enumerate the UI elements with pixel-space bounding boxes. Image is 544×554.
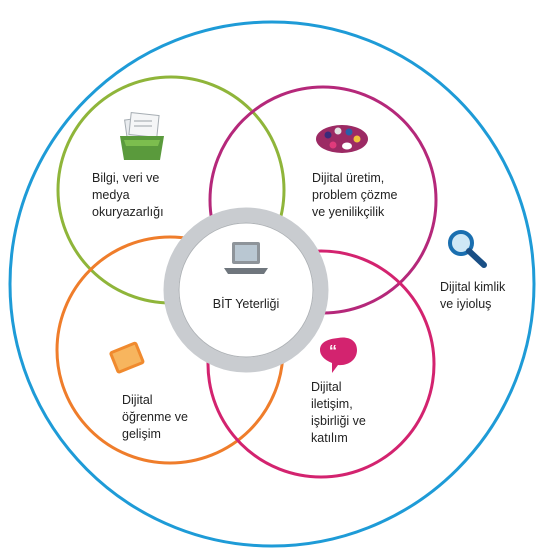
label-center-competence: BİT Yeterliği	[212, 297, 280, 311]
label-info-literacy: Bilgi, veri ve medya okuryazarlığı	[92, 171, 164, 219]
speech-bubble-icon: “	[320, 337, 357, 373]
palette-icon	[316, 125, 368, 153]
center-ring	[163, 207, 329, 373]
label-digital-learning: Dijital öğrenme ve gelişim	[122, 393, 189, 441]
outer-circle-identity	[8, 20, 536, 548]
magnifier-icon	[448, 230, 487, 268]
circle-digital-communication	[206, 249, 436, 479]
document-tray-icon	[120, 112, 164, 160]
label-digital-identity: Dijital kimlik ve iyioluş	[440, 280, 506, 311]
svg-text:“: “	[329, 343, 337, 360]
tablet-icon	[109, 341, 145, 374]
label-digital-communication: Dijital iletişim, işbirliği ve katılım	[311, 380, 366, 445]
label-digital-production: Dijital üretim, problem çözme ve yenilik…	[312, 171, 398, 219]
laptop-icon	[224, 242, 268, 274]
center-ring-inner-edge	[178, 222, 314, 358]
